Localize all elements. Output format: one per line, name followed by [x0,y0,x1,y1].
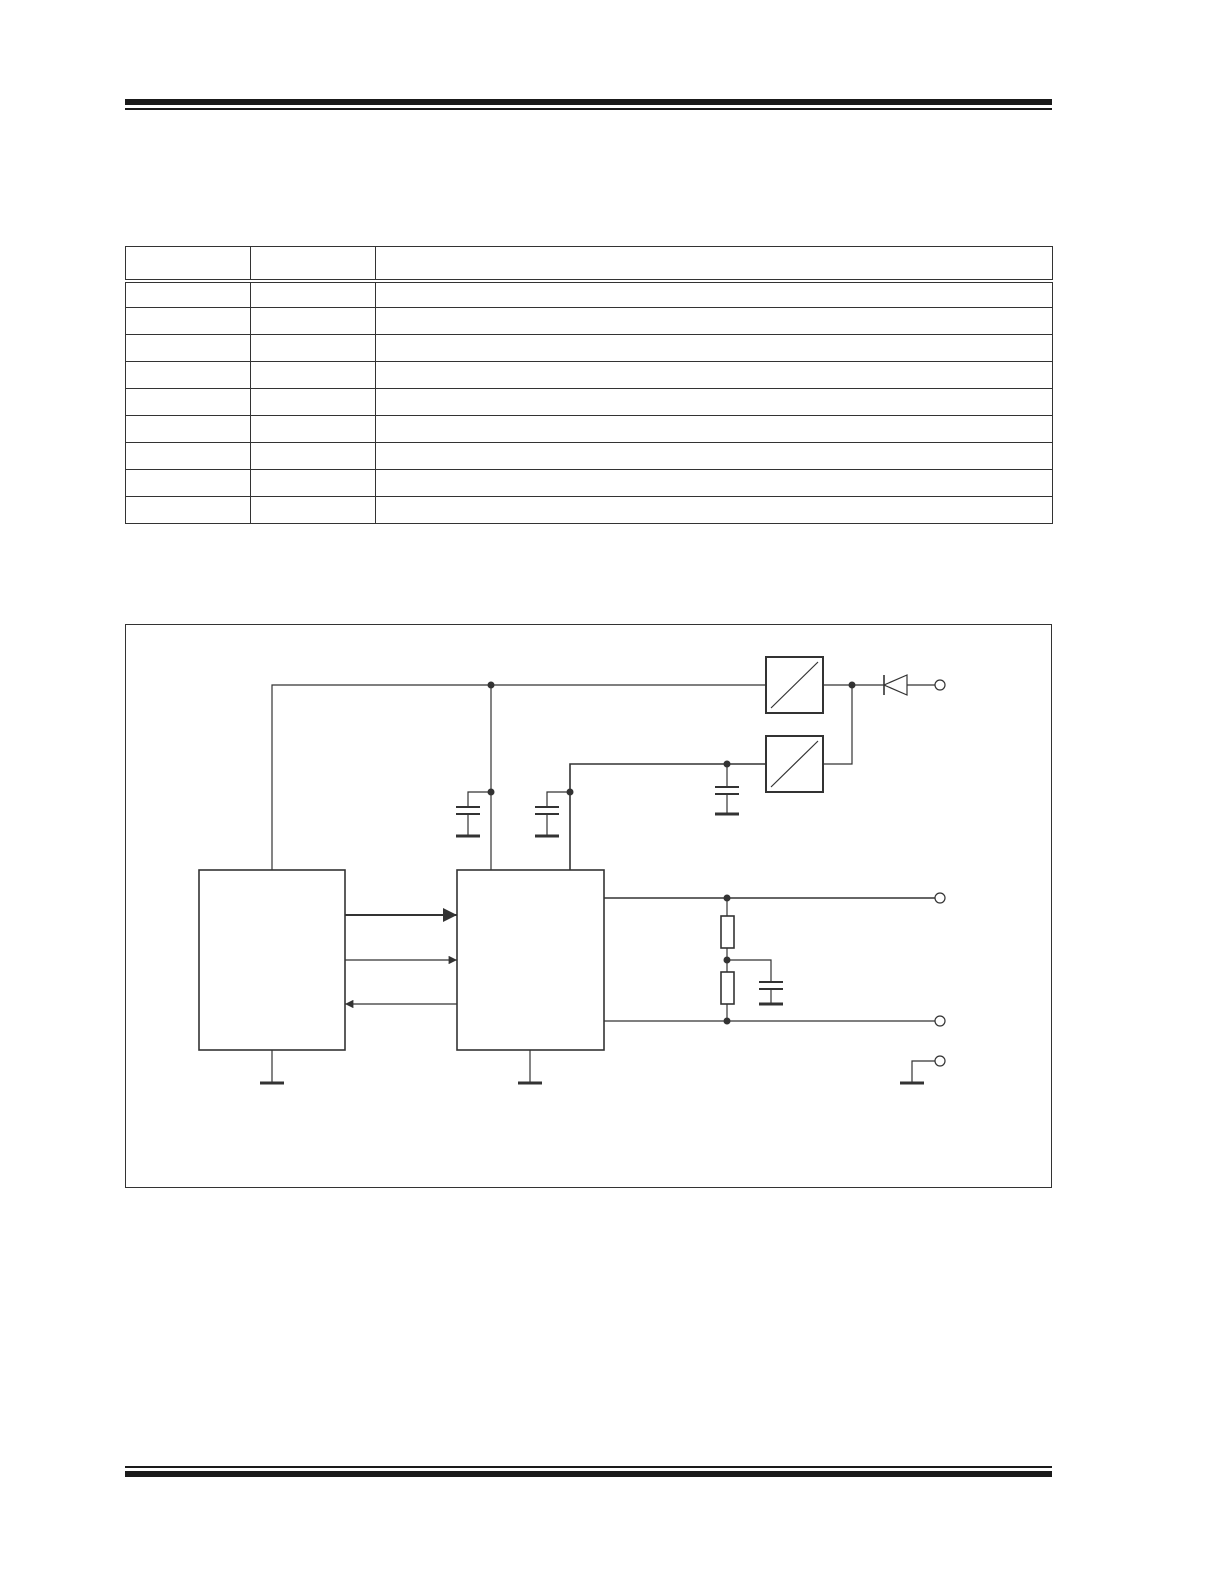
resistor [720,915,735,949]
table-row [125,307,1053,335]
header-rule-thick [125,99,1052,105]
circuit-schematic [198,656,946,1085]
table-cell [125,442,251,470]
table-cell [250,415,376,443]
table-cell [125,415,251,443]
table-cell [125,496,251,524]
table-cell [125,307,251,335]
table-cell [375,388,1053,416]
table-row [125,361,1053,389]
table-row [125,442,1053,470]
table-cell [250,469,376,497]
table-header-row [125,246,1053,283]
table-cell [375,334,1053,362]
table-cell [250,334,376,362]
footer-rule-thick [125,1471,1052,1477]
table-cell [250,442,376,470]
regulator-1 [765,656,824,714]
table-cell [375,469,1053,497]
regulated-rail-wire [569,763,766,870]
capacitor [727,959,783,1006]
table-cell [250,388,376,416]
column-header [250,246,376,283]
capacitor [715,764,739,816]
table-row [125,388,1053,416]
table-cell [250,307,376,335]
ground-symbol [518,1050,542,1085]
table-cell [125,469,251,497]
bus-low-terminal [934,1015,946,1027]
capacitor [535,791,570,838]
pin-description-table [125,246,1053,524]
table-cell [125,280,251,308]
ground-terminal-symbol [900,1060,935,1085]
column-header [375,246,1053,283]
table-cell [125,361,251,389]
footer-rule-thin [125,1466,1052,1468]
table-row [125,415,1053,443]
table-cell [125,388,251,416]
table-cell [375,442,1053,470]
junction-dot [487,681,495,689]
table-cell [375,415,1053,443]
diode [852,674,935,696]
input-terminal [934,679,946,691]
table-cell [125,334,251,362]
processor-block [198,869,346,1051]
table-row [125,280,1053,308]
supply-rail-wire [271,684,766,870]
ground-terminal [934,1055,946,1067]
column-header [125,246,251,283]
bus-high-terminal [934,892,946,904]
table-row [125,334,1053,362]
table-cell [375,361,1053,389]
application-circuit-figure [125,624,1052,1188]
header-rule-thin [125,108,1052,110]
table-row [125,469,1053,497]
table-cell [375,307,1053,335]
interface-ic-block [456,869,605,1051]
table-cell [250,280,376,308]
table-cell [375,280,1053,308]
regulator-2 [765,735,824,793]
table-cell [250,361,376,389]
ground-symbol [260,1050,284,1085]
table-row [125,496,1053,524]
resistor [720,971,735,1005]
capacitor [456,791,491,838]
table-cell [375,496,1053,524]
table-cell [250,496,376,524]
regulator-2-input-wire [823,685,853,765]
